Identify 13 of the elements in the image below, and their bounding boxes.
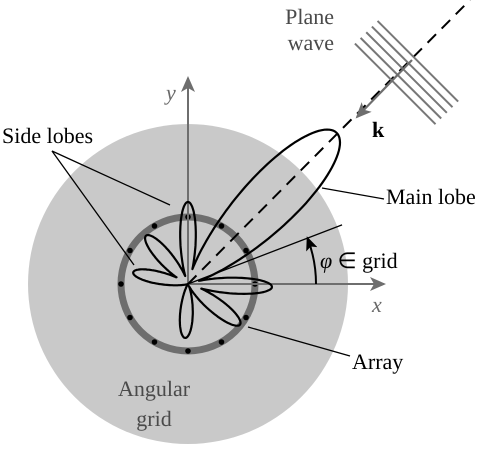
angle-label: φ ∈ grid (320, 247, 398, 275)
leader-line (322, 187, 384, 200)
axis-label: x (372, 291, 382, 319)
callout-label: Main lobe (386, 184, 476, 210)
leader-line (248, 326, 350, 357)
leader-line (52, 150, 170, 206)
plane-wave-label: Plane wave (284, 4, 334, 56)
wave-vector-label: k (372, 116, 384, 144)
callout-label: Array (352, 349, 404, 375)
callout-label: Side lobes (2, 123, 94, 149)
angular-grid-label: Angular grid (116, 375, 192, 433)
axis-label: y (166, 79, 176, 107)
leader-line (51, 150, 135, 266)
